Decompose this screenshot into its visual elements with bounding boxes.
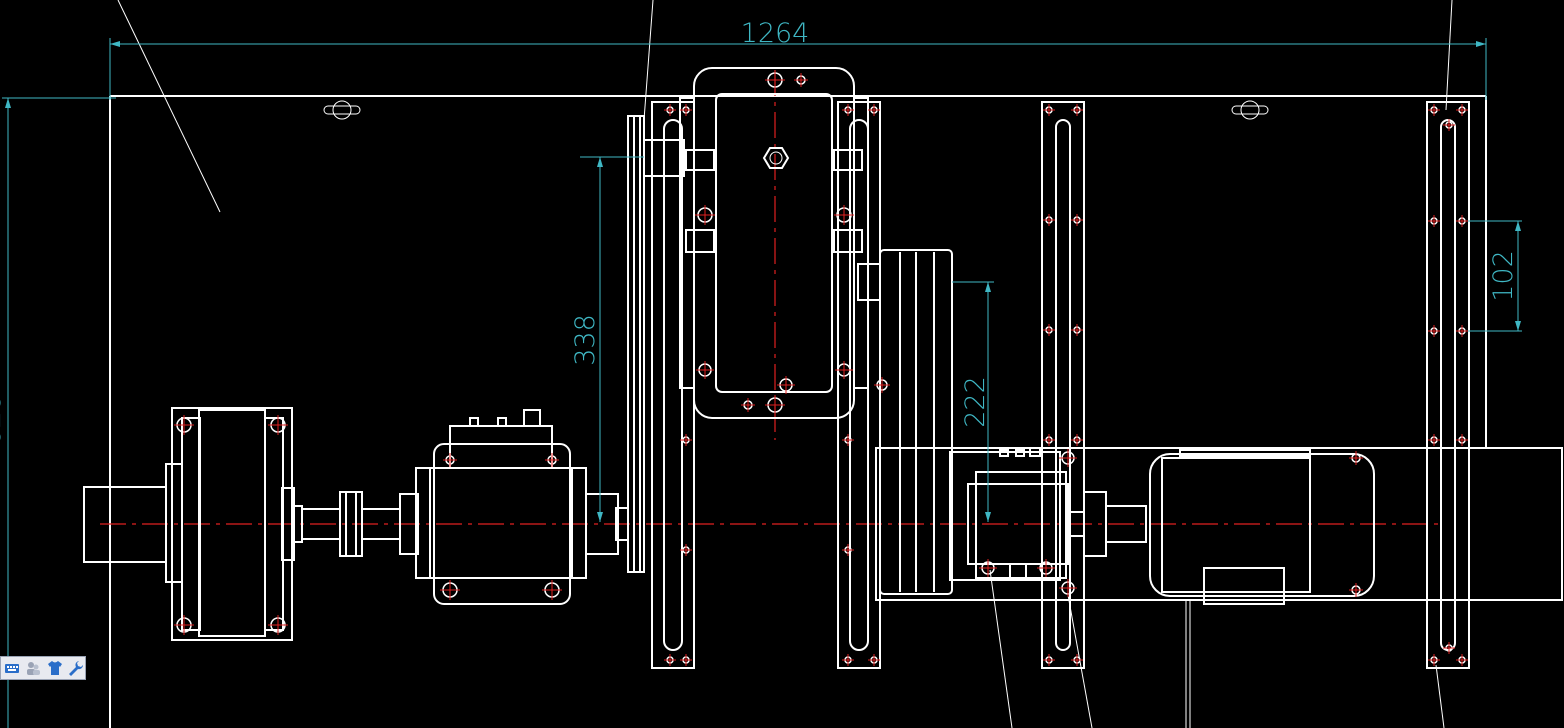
motor-base-plate — [875, 447, 1563, 601]
support-rail-1 — [651, 101, 695, 669]
large-pulley — [627, 115, 685, 573]
belt-pulley — [879, 249, 953, 595]
keyboard-icon[interactable] — [3, 659, 21, 677]
support-rail-4 — [1426, 101, 1470, 669]
dimension-left-height: 828 — [0, 97, 116, 728]
coupling-right — [1067, 491, 1147, 557]
dimension-222: 222 — [952, 281, 994, 522]
gearbox — [679, 67, 881, 419]
support-rail-3 — [1041, 101, 1085, 669]
brake-unit — [83, 407, 295, 641]
support-rail-2 — [837, 101, 881, 669]
hook-slot-right — [1231, 100, 1269, 120]
dimension-102: 102 — [1462, 220, 1522, 332]
dimension-text-1264: 1264 — [741, 18, 810, 49]
electric-motor — [1149, 449, 1375, 728]
dimension-overall-width: 1264 — [109, 18, 1487, 100]
dimension-338: 338 — [570, 156, 644, 522]
dimension-text-222: 222 — [960, 376, 991, 428]
bolt-holes — [174, 70, 1468, 666]
hook-slot-left — [323, 100, 361, 120]
tshirt-icon[interactable] — [46, 659, 64, 677]
coupling-left — [293, 491, 401, 557]
dimension-text-338: 338 — [570, 314, 601, 366]
wrench-icon[interactable] — [68, 659, 86, 677]
torque-sensor — [399, 409, 629, 605]
dimension-text-102: 102 — [1488, 250, 1519, 302]
cad-toolbar — [0, 656, 86, 680]
reducer-small — [949, 447, 1069, 581]
base-frame — [109, 95, 1487, 728]
leader-lines — [117, 0, 1453, 728]
users-icon[interactable] — [25, 659, 43, 677]
dimension-text-828: 828 — [0, 394, 7, 446]
